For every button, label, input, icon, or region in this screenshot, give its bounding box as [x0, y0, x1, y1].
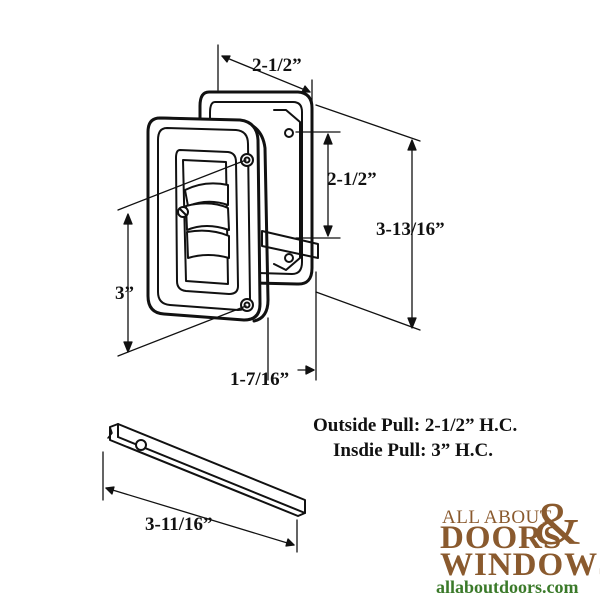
label-bar-length: 3-11/16”	[145, 514, 213, 535]
logo-line3: WINDOWS	[440, 547, 600, 583]
label-left-height: 3”	[115, 283, 134, 304]
inside-pull-plate	[198, 90, 314, 286]
note-inside-pull: Insdie Pull: 3” H.C.	[333, 440, 493, 461]
dim-depth-lines	[267, 271, 317, 381]
screw-hole	[284, 253, 294, 263]
dim-bar-length-lines	[102, 451, 298, 553]
logo-line2: DOORS	[440, 520, 563, 556]
dim-top-width-lines	[217, 44, 313, 113]
outside-pull-plate	[146, 116, 270, 323]
dim-total-height-lines	[315, 104, 421, 331]
logo-line1: ALL ABOUT	[442, 507, 552, 528]
note-outside-pull: Outside Pull: 2-1/2” H.C.	[313, 415, 518, 436]
dim-left-height-lines	[117, 159, 247, 357]
label-depth: 1-7/16”	[230, 369, 290, 390]
label-total-height: 3-13/16”	[376, 219, 445, 240]
bar-hole	[135, 439, 147, 451]
screw-hole	[240, 298, 254, 312]
label-inner-height: 2-1/2”	[327, 169, 377, 190]
logo-url: allaboutdoors.com	[436, 577, 579, 597]
latch-bar	[107, 423, 306, 517]
latch-tab	[261, 230, 319, 259]
screw-hole	[240, 153, 254, 167]
dim-inner-height-lines	[295, 131, 341, 239]
label-top-width: 2-1/2”	[252, 55, 302, 76]
screw-hole	[284, 128, 294, 138]
logo-ampersand: &	[534, 491, 581, 557]
